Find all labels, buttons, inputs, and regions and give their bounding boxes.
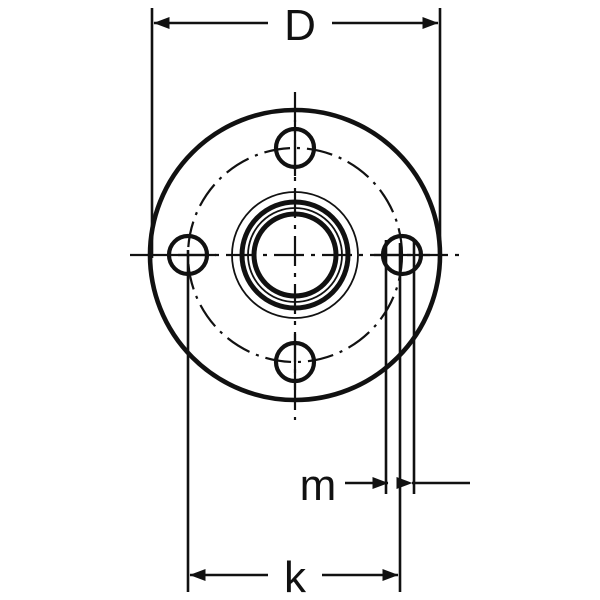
dimension-label-k: k <box>284 553 307 600</box>
center-lines <box>130 92 462 420</box>
dimension-label-D: D <box>284 1 316 50</box>
dimension-label-m: m <box>300 461 337 510</box>
